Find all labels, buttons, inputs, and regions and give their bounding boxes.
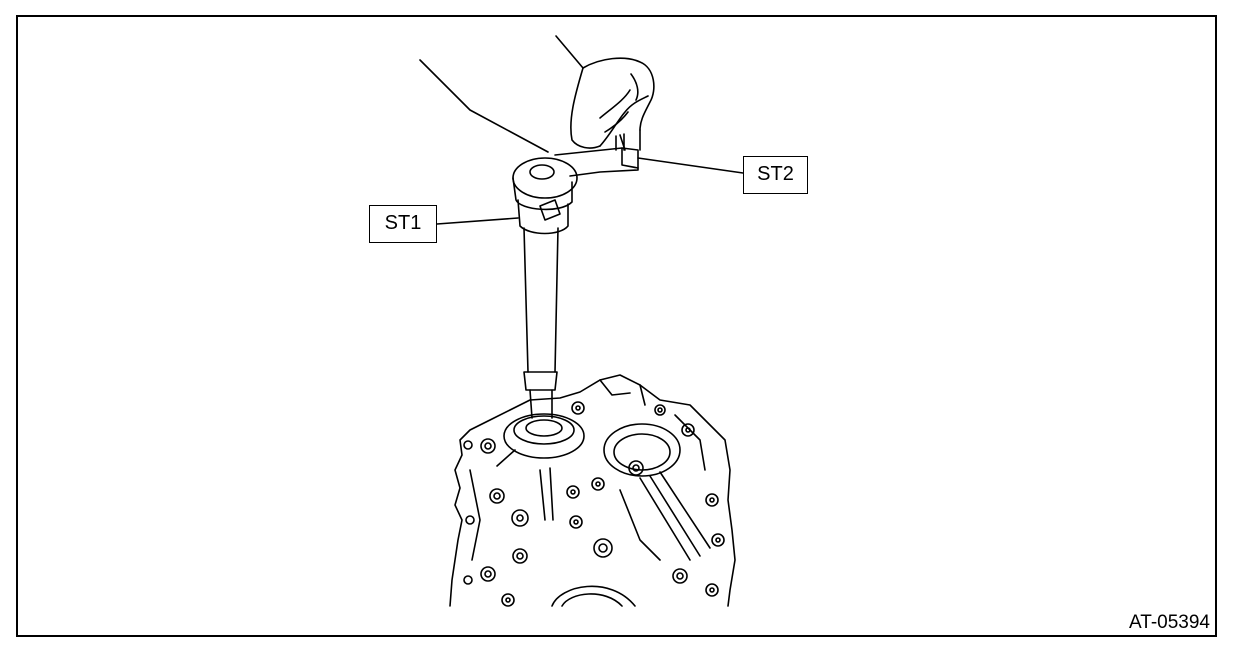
special-tool-st2-handle xyxy=(554,133,639,177)
figure-id: AT-05394 xyxy=(1129,612,1210,633)
leader-line-st2 xyxy=(637,157,744,174)
special-tool-st1-head xyxy=(512,157,578,235)
transmission-case xyxy=(449,374,736,607)
callout-st2: ST2 xyxy=(743,156,808,194)
callout-st1: ST1 xyxy=(369,205,437,243)
figure-frame xyxy=(16,15,1217,637)
leader-line-st1 xyxy=(436,217,519,225)
hand-and-sleeve xyxy=(419,35,655,153)
case-bolts xyxy=(463,401,725,607)
tool-shaft xyxy=(523,227,559,419)
